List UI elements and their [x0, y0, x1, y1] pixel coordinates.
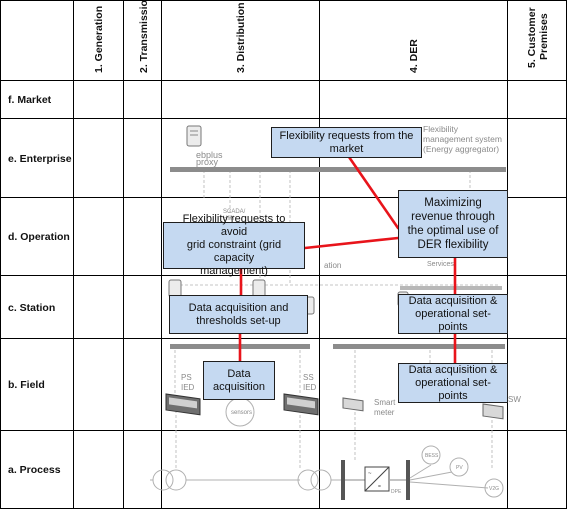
column-header-der: 4. DER [408, 39, 420, 73]
box-der-station-setpoints: Data acquisition & operational set- poin… [398, 294, 508, 334]
column-header-customer-premises: 5. Customer Premises [526, 4, 550, 68]
der-assets [409, 445, 504, 498]
customer-premises-line1: 5. Customer [526, 7, 538, 68]
services-label: Services [427, 261, 454, 268]
sensors-label: sensors [231, 410, 252, 416]
ss-ied-label: SS IED [303, 373, 317, 392]
v2g-label: V2G [489, 486, 499, 492]
sw-icon [482, 403, 504, 420]
row-header-station: c. Station [8, 302, 55, 314]
row-header-enterprise: e. Enterprise [8, 153, 72, 165]
row-header-field: b. Field [8, 379, 45, 391]
scada-label: SCADA/ HMI [223, 209, 247, 222]
bess-label: BESS [425, 453, 439, 459]
link-maximizing-to-grid [303, 236, 400, 250]
enterprise-bus [170, 167, 506, 172]
smart-meter-label: Smart meter [374, 398, 398, 417]
column-header-transmission: 2. Transmission [138, 0, 150, 73]
pv-label: PV [456, 465, 463, 471]
station-ation-label: ation [324, 261, 341, 270]
ps-ied-icon [165, 393, 201, 416]
dpe-label: DPE [391, 489, 402, 495]
sw-label: SW [508, 395, 521, 404]
column-header-generation: 1. Generation [93, 6, 105, 73]
field-bus-der [333, 344, 505, 349]
transformer-left [150, 469, 300, 491]
box-market-requests: Flexibility requests from the market [271, 127, 422, 158]
customer-premises-line2: Premises [538, 13, 550, 60]
flex-mgmt-label: Flexibility management system (Energy ag… [423, 124, 504, 154]
inverter-icon: ~ = [364, 466, 390, 492]
box-maximizing-revenue: Maximizing revenue through the optimal u… [398, 190, 508, 258]
ebplus-server-icon [186, 125, 202, 147]
ss-ied-icon [283, 393, 319, 416]
svg-text:=: = [378, 484, 381, 490]
red-connectors [238, 155, 457, 365]
process-busbar-2 [406, 460, 410, 500]
ebplus-proxy-label: ebplus proxy [196, 150, 225, 167]
station-bus-der [400, 286, 502, 290]
smart-meter-icon [342, 397, 364, 412]
box-grid-constraint: Flexibility requests to avoid grid const… [163, 213, 305, 277]
ps-ied-label: PS IED [181, 373, 195, 392]
svg-text:~: ~ [368, 471, 372, 477]
transformer-right [297, 469, 344, 491]
box-data-acquisition: Data acquisition [203, 361, 275, 400]
process-busbar-1 [341, 460, 345, 500]
row-header-operation: d. Operation [8, 231, 70, 243]
column-header-distribution: 3. Distribution [235, 2, 247, 73]
row-header-market: f. Market [8, 94, 52, 106]
row-header-process: a. Process [8, 464, 61, 476]
box-der-field-setpoints: Data acquisition & operational set- poin… [398, 363, 508, 403]
box-thresholds-setup: Data acquisition and thresholds set-up [169, 295, 308, 334]
link-market-to-maximizing [347, 155, 400, 230]
